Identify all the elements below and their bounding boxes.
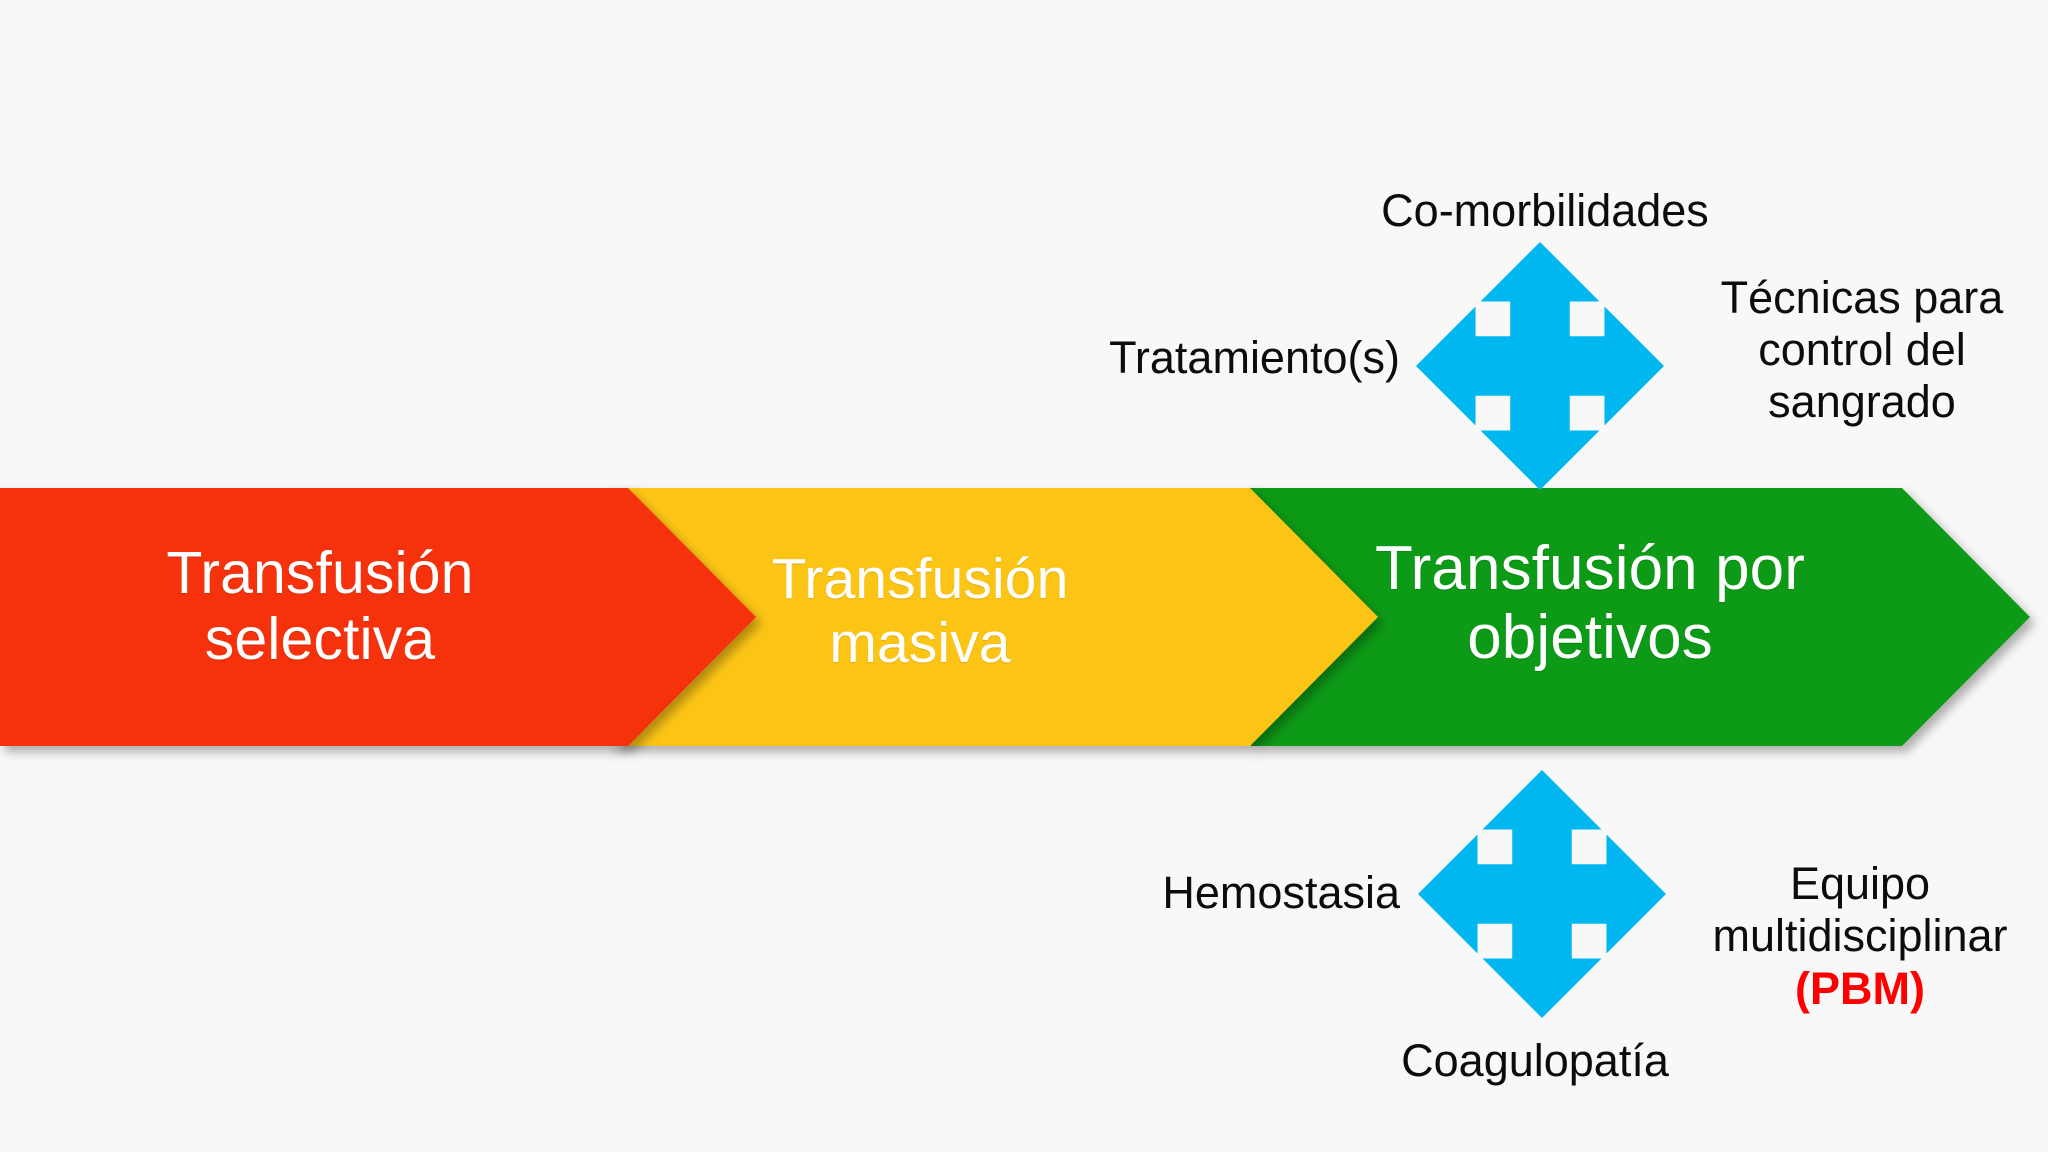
label-equipo-multidisciplinar: Equipo multidisciplinar (PBM) [1672, 806, 2048, 1067]
label-hemostasia: Hemostasia [1162, 867, 1400, 918]
chevron-objetivos[interactable] [1248, 488, 2030, 746]
label-coagulopatia: Coagulopatía [1401, 1035, 1669, 1086]
chevron-label-masiva: Transfusión masiva [771, 547, 1069, 675]
chevron-selectiva[interactable] [0, 488, 756, 746]
chevron-label-objetivos: Transfusión por objetivos [1375, 534, 1805, 673]
label-comorbilidades: Co-morbilidades [1381, 185, 1709, 236]
four-way-arrow-top-icon[interactable] [1416, 242, 1664, 490]
process-banner [0, 488, 2048, 746]
label-pbm: (PBM) [1795, 962, 1925, 1014]
chevron-label-selectiva: Transfusión selectiva [166, 540, 474, 673]
four-way-arrow-bottom-icon[interactable] [1418, 770, 1666, 1018]
chevron-masiva[interactable] [608, 488, 1378, 746]
label-equipo-text: Equipo multidisciplinar [1712, 858, 2008, 962]
label-tratamientos: Tratamiento(s) [1109, 332, 1400, 383]
label-tecnicas-control-sangrado: Técnicas para control del sangrado [1720, 272, 2004, 428]
